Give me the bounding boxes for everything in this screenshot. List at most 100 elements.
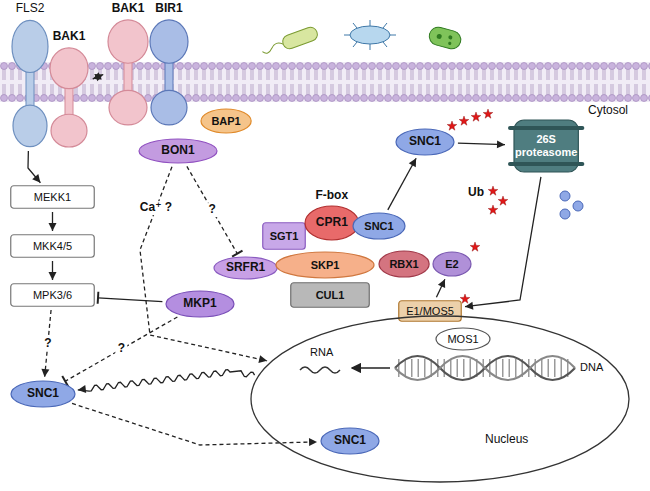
ellipse-outline [396,129,454,155]
arrowhead [49,272,57,280]
node-label: CPR1 [316,216,348,230]
connector [49,261,57,280]
protein-snc1: SNC1 [395,128,455,156]
node-label: BON1 [161,144,194,158]
arrowhead [465,302,473,310]
receptor-kinase [13,105,47,147]
arrowhead [78,385,86,393]
node-label: BAK1 [48,30,90,44]
node-label: BAK1 [106,2,150,16]
arrowhead [41,369,49,377]
receptor-kinase [51,114,87,147]
connector-line [72,403,317,445]
node-shape [148,2,190,126]
proteasome: 26S proteasome [508,118,584,174]
transcription-arrow [352,367,390,368]
phosphatase-mkp1: MKP1 [165,290,235,318]
edge-label: Ca⁺ ? [138,201,174,215]
node-label: CUL1 [316,289,345,302]
connector [98,292,163,304]
protein-sgt1: SGT1 [262,222,306,250]
connector [140,167,267,363]
fbox-cpr1: CPR1F-box [304,205,360,241]
node-label: Nucleus [485,433,528,447]
connector-line [140,167,267,361]
protein-skp1: SKP1 [275,251,375,279]
arrowhead [309,438,317,446]
edge-label: ? [42,337,53,351]
free-label: RNA [310,346,333,359]
connector-line [187,166,237,253]
protein-srfr1: SRFR1 [213,256,278,280]
inhibition-bar [97,292,100,304]
enzyme-e2: E2 [432,251,472,277]
node-label: SNC1 [334,434,366,448]
node-shape [106,2,150,126]
kinase-box: MEKK1 [10,185,95,209]
connector [93,72,103,81]
box-outline [399,301,462,322]
free-label: Cytosol [588,104,628,118]
node-shape [48,30,90,148]
receptor-ectodomain [50,48,88,89]
node-label: SKP1 [311,259,340,272]
node-label: MKK4/5 [33,240,72,253]
ellipse-outline [321,428,379,454]
connector-line [65,317,177,381]
ellipse-outline [11,381,75,407]
box-outline [11,284,95,307]
node-label: 26S proteasome [515,133,577,158]
node-label: E2 [445,258,458,271]
peptide-fragments [560,191,583,219]
arrowhead [49,223,57,231]
protein-bap1: BAP1 [200,108,252,134]
free-label: DNA [580,361,603,374]
kinase-box: MPK3/6 [10,283,95,307]
box-outline [11,235,95,258]
protein-snc1: SNC1 [320,427,380,455]
node-label: MPK3/6 [33,289,72,302]
ellipse-outline [139,139,217,163]
node-label: RBX1 [389,258,418,271]
arrowhead [438,279,445,288]
inhibition-bar [232,251,242,257]
connector-line [28,151,40,183]
node-label: SNC1 [27,387,59,401]
connector-line [78,370,255,392]
receptor-ectodomain [108,20,148,63]
node-label: MKP1 [183,297,216,311]
arrowhead [258,355,267,363]
receptor-kinase [151,90,187,125]
proteasome-cap [510,128,582,164]
receptor-ectodomain [150,20,188,63]
rna-strand [300,367,340,373]
receptor-bir1: BIR1 [148,2,190,126]
node-label: BAP1 [211,115,240,128]
protein-mos1: MOS1 [435,327,491,351]
node-heading: F-box [315,189,348,203]
arrowhead [32,174,40,183]
arrowhead [93,72,102,79]
receptor-kinase [109,90,147,125]
arrowhead [497,140,505,148]
nucleus: Nucleus MOS1SNC1 [250,315,630,483]
ellipse-outline [379,251,429,277]
protein-bon1: BON1 [138,138,218,164]
ellipse-outline [353,213,405,239]
ellipse-outline [433,252,471,276]
connector [28,151,40,183]
ellipse-outline [305,206,359,240]
edge-label: ? [116,342,127,356]
kinase-box: MKK4/5 [10,234,95,258]
coreceptor-bak1: BAK1 [106,2,150,126]
ellipse-outline [276,252,374,278]
connector [187,166,243,256]
connector [62,317,177,386]
connector [72,403,317,446]
receptor-ectodomain [12,20,48,72]
ellipse-outline [214,257,277,279]
node-label: SRFR1 [226,261,265,275]
box-outline [291,283,370,308]
